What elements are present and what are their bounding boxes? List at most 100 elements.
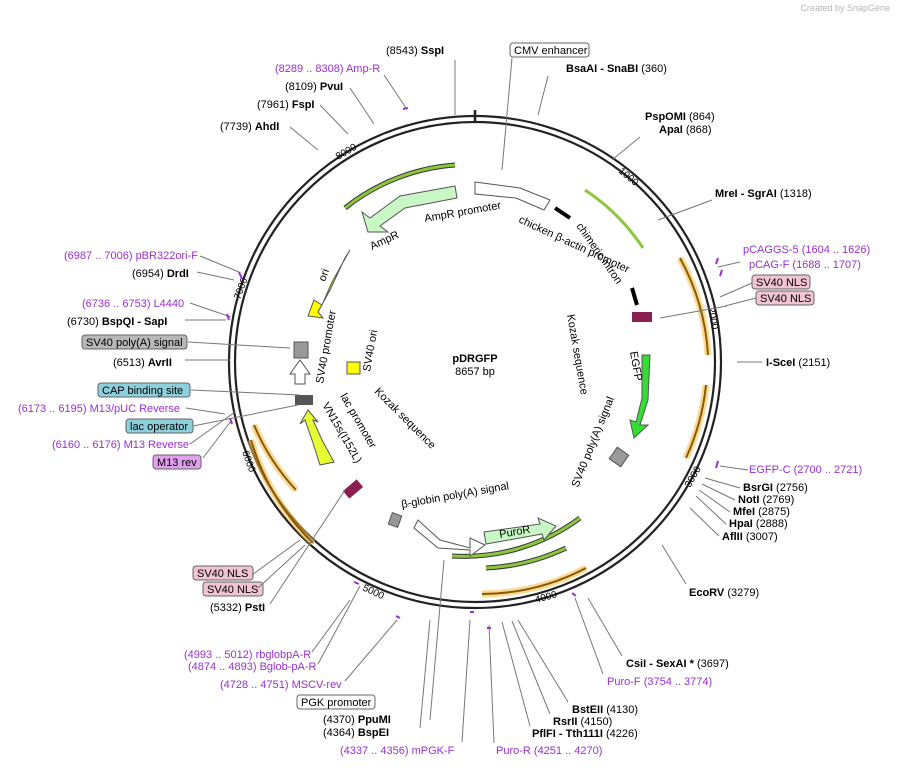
primer-puro-r: Puro-R (4251 .. 4270)	[496, 745, 602, 757]
site-noti: NotI (2769)	[738, 494, 794, 506]
vn15s-arrow	[299, 409, 335, 466]
orange-arc-2	[685, 384, 707, 459]
primer-pcaggs-5: pCAGGS-5 (1604 .. 1626)	[743, 244, 870, 256]
lbl-box-cmv-enhancer: CMV enhancer	[514, 45, 588, 57]
primer-l4440: (6736 .. 6753) L4440	[82, 298, 184, 310]
site-psti: (5332) PstI	[210, 602, 265, 614]
lbl-sv40-promoter: SV40 promoter	[314, 309, 339, 384]
lbl-sv40-nls-right-1: SV40 NLS	[756, 277, 807, 289]
intron-mark-2	[630, 287, 639, 306]
lbl-box-pgk-promoter: PGK promoter	[301, 697, 372, 709]
site-apai: ApaI (868)	[659, 124, 712, 136]
tick-7000: 7000	[232, 276, 250, 301]
lbl-kozak-left: Kozak sequence	[372, 386, 438, 452]
lbl-sv40-nls-left-1: SV40 NLS	[197, 568, 248, 580]
plasmid-name: pDRGFP	[452, 353, 497, 365]
site-i-scei: I-SceI (2151)	[766, 357, 830, 369]
site-drdi: (6954) DrdI	[132, 268, 189, 280]
site-aflii: AflII (3007)	[722, 531, 778, 543]
tick-2000: 2000	[705, 307, 720, 331]
inner-features	[289, 181, 652, 557]
intron-mark-1	[553, 206, 572, 220]
site-bsrgi: BsrGI (2756)	[743, 482, 808, 494]
primer-m13-puc-rev: (6173 .. 6195) M13/pUC Reverse	[18, 403, 180, 415]
primer-mscv-rev: (4728 .. 4751) MSCV-rev	[220, 679, 342, 691]
site-pflfi: PflFI - Tth111I (4226)	[532, 728, 638, 740]
lbl-ori: ori	[317, 267, 332, 283]
lbl-bglobin-polya: β-globin poly(A) signal	[400, 480, 509, 511]
green-arc-right	[584, 188, 645, 249]
site-fspi: (7961) FspI	[257, 99, 314, 111]
credit-text: Created by SnapGene	[800, 3, 890, 13]
ampr-arrow	[361, 185, 458, 233]
site-ahdi: (7739) AhdI	[220, 121, 279, 133]
green-arc-top	[344, 163, 456, 210]
lbl-kozak-right: Kozak sequence	[564, 313, 590, 395]
box-m13-rev	[152, 454, 202, 470]
lbl-box-m13-rev: M13 rev	[157, 457, 197, 469]
lbl-sv40-polya: SV40 poly(A) signal	[570, 395, 617, 489]
site-pvui: (8109) PvuI	[285, 81, 343, 93]
site-ecorv: EcoRV (3279)	[689, 587, 759, 599]
site-bspqi: (6730) BspQI - SapI	[67, 316, 167, 328]
lbl-puror: PuroR	[498, 524, 531, 541]
pgk-promoter-arrow	[413, 519, 486, 557]
puror-arrow	[483, 517, 557, 545]
plasmid-size: 8657 bp	[455, 366, 495, 378]
box-cmv-enhancer	[509, 42, 590, 58]
lbl-egfp: EGFP	[627, 350, 644, 382]
primer-pbr322ori-f: (6987 .. 7006) pBR322ori-F	[64, 250, 198, 262]
lbl-box-cap: CAP binding site	[102, 385, 183, 397]
lbl-ampr-promoter: AmpR promoter	[423, 200, 502, 225]
outer-features	[247, 162, 712, 598]
primer-m13-reverse: (6160 .. 6176) M13 Reverse	[52, 439, 189, 451]
primer-pcag-f: pCAG-F (1688 .. 1707)	[749, 259, 861, 271]
egfp-arrow	[629, 354, 651, 439]
bglobin-polya-box	[387, 512, 403, 528]
primer-rbglobpa-r: (4993 .. 5012) rbglobpA-R	[184, 649, 311, 661]
box-pgk-promoter	[296, 694, 376, 710]
site-csii: CsiI - SexAI * (3697)	[626, 658, 729, 670]
site-sspi: (8543) SspI	[386, 45, 444, 57]
site-avrii: (6513) AvrII	[113, 357, 172, 369]
lbl-sv40-ori: SV40 ori	[361, 329, 380, 373]
site-mrei: MreI - SgrAI (1318)	[715, 188, 812, 200]
sv40-polya-box-right	[608, 446, 630, 468]
sv40-promoter-arrow	[289, 359, 311, 385]
orange-arc-3-halo	[481, 564, 588, 598]
green-arc-b1	[451, 516, 581, 558]
box-sv40-nls-right-1	[751, 274, 811, 290]
leader-lines	[185, 57, 762, 744]
lbl-sv40-nls-left-2: SV40 NLS	[207, 584, 258, 596]
sv40-ori-box	[346, 361, 361, 375]
primer-amp-r: (8289 .. 8308) Amp-R	[275, 63, 380, 75]
ampr-promoter-arrow	[474, 181, 551, 211]
primer-bglob-pa-r: (4874 .. 4893) Bglob-pA-R	[188, 661, 316, 673]
site-bspei: (4364) BspEI	[323, 727, 389, 739]
lac-block	[295, 395, 313, 405]
orange-arc-1	[679, 257, 709, 356]
nls-block-left	[342, 479, 364, 499]
orange-arc-3	[481, 567, 587, 595]
orange-arc-5-halo	[247, 439, 316, 546]
primer-marks	[226, 107, 723, 629]
snapgene-credit: Created by SnapGene	[800, 3, 890, 13]
ori-arrow	[307, 249, 351, 319]
outer-labels: (8543) SspI (8289 .. 8308) Amp-R (8109) …	[18, 42, 870, 757]
lbl-sv40-nls-right-2: SV40 NLS	[760, 293, 811, 305]
tick-3000: 3000	[683, 464, 704, 489]
box-sv40-polya	[81, 334, 188, 350]
primer-puro-f: Puro-F (3754 .. 3774)	[607, 676, 712, 688]
nls-block-right	[632, 312, 652, 322]
orange-arc-5	[250, 439, 314, 544]
site-ppumi: (4370) PpuMI	[323, 714, 391, 726]
site-mfei: MfeI (2875)	[733, 506, 790, 518]
site-pspomi: PspOMI (864)	[645, 111, 715, 123]
box-sv40-nls-left-2	[202, 581, 264, 597]
tick-5000: 5000	[361, 583, 386, 603]
lbl-box-sv40-polya: SV40 poly(A) signal	[86, 337, 183, 349]
site-bsteii: BstEII (4130)	[572, 704, 638, 716]
site-hpai: HpaI (2888)	[729, 518, 788, 530]
tick-4000: 4000	[534, 589, 559, 605]
